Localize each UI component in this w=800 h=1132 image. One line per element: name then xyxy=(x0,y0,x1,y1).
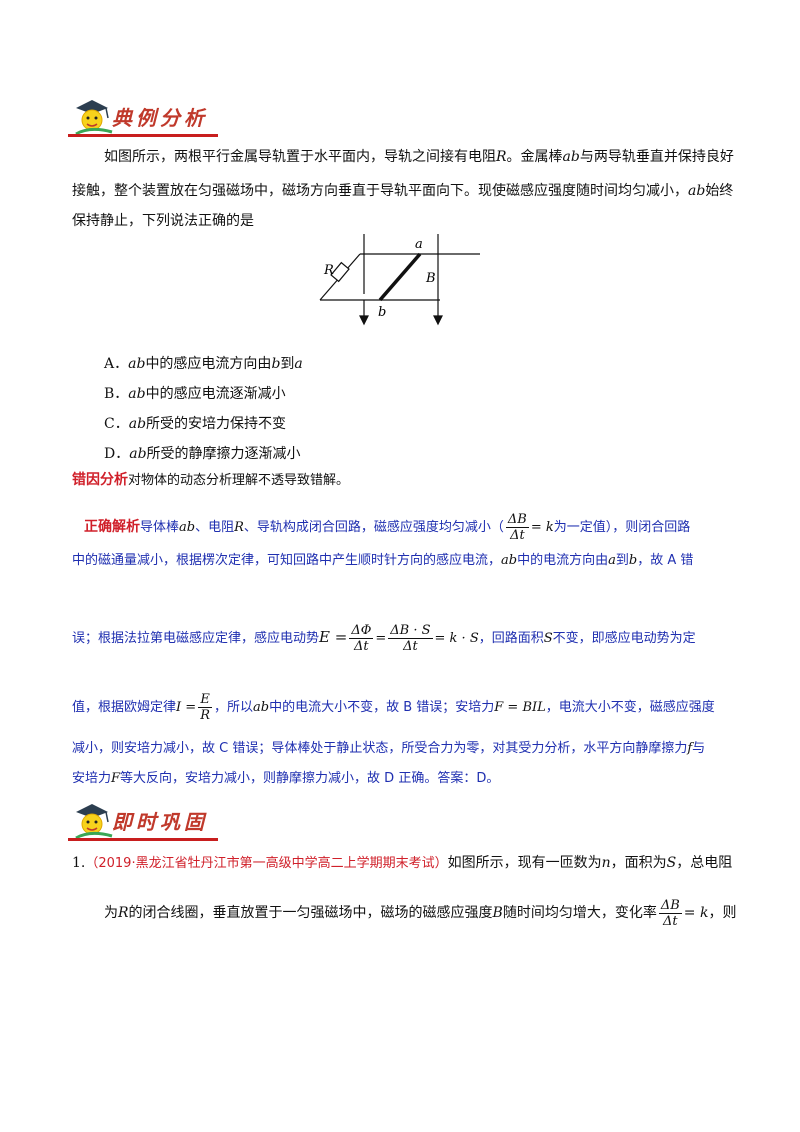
option-d: D．ab所受的静摩擦力逐渐减小 xyxy=(104,446,301,462)
problem-line-2: 接触，整个装置放在匀强磁场中，磁场方向垂直于导轨平面向下。现使磁感应强度随时间均… xyxy=(72,183,734,199)
solution-tag: 正确解析 xyxy=(84,519,140,535)
section-rule xyxy=(68,838,218,841)
section-rule xyxy=(68,134,218,137)
section-banner-practice: 即时巩固 xyxy=(68,800,218,846)
error-analysis-tag: 错因分析 xyxy=(72,472,128,488)
solution-line-5: 减小，则安培力减小，故 C 错误；导体棒处于静止状态，所受合力为零，对其受力分析… xyxy=(72,741,706,756)
section-title: 典例分析 xyxy=(112,106,208,130)
option-c: C．ab所受的安培力保持不变 xyxy=(104,416,287,432)
error-analysis: 错因分析对物体的动态分析理解不透导致错解。 xyxy=(72,472,350,488)
label-a: a xyxy=(415,237,423,252)
label-R: R xyxy=(323,263,334,278)
label-B: B xyxy=(425,271,436,286)
practice-source: （2019·黑龙江省牡丹江市第一高级中学高二上学期期末考试） xyxy=(85,856,448,871)
rail-diagram: a b R B xyxy=(319,234,480,326)
solution-line-2: 中的磁通量减小，根据楞次定律，可知回路中产生顺时针方向的感应电流，ab中的电流方… xyxy=(72,553,694,568)
practice-line-1: 1.（2019·黑龙江省牡丹江市第一高级中学高二上学期期末考试）如图所示，现有一… xyxy=(72,855,733,871)
mascot-icon xyxy=(75,804,113,840)
mascot-icon xyxy=(75,100,113,136)
metal-rod xyxy=(378,252,422,302)
problem-line-3: 保持静止，下列说法正确的是 xyxy=(72,213,254,229)
option-a: A．ab中的感应电流方向由b到a xyxy=(104,356,303,372)
problem-line-1: 如图所示，两根平行金属导轨置于水平面内，导轨之间接有电阻R。金属棒ab与两导轨垂… xyxy=(104,149,734,165)
section-title: 即时巩固 xyxy=(112,810,208,834)
label-b: b xyxy=(378,305,386,320)
resistor-shape xyxy=(330,261,350,283)
section-banner-example: 典例分析 xyxy=(68,96,218,142)
option-b: B．ab中的感应电流逐渐减小 xyxy=(104,386,286,402)
practice-line-2: 为R的闭合线圈，垂直放置于一匀强磁场中，磁场的磁感应强度B随时间均匀增大，变化率… xyxy=(104,897,737,929)
solution-line-6: 安培力F等大反向，安培力减小，则静摩擦力减小，故 D 正确。答案：D。 xyxy=(72,771,500,786)
